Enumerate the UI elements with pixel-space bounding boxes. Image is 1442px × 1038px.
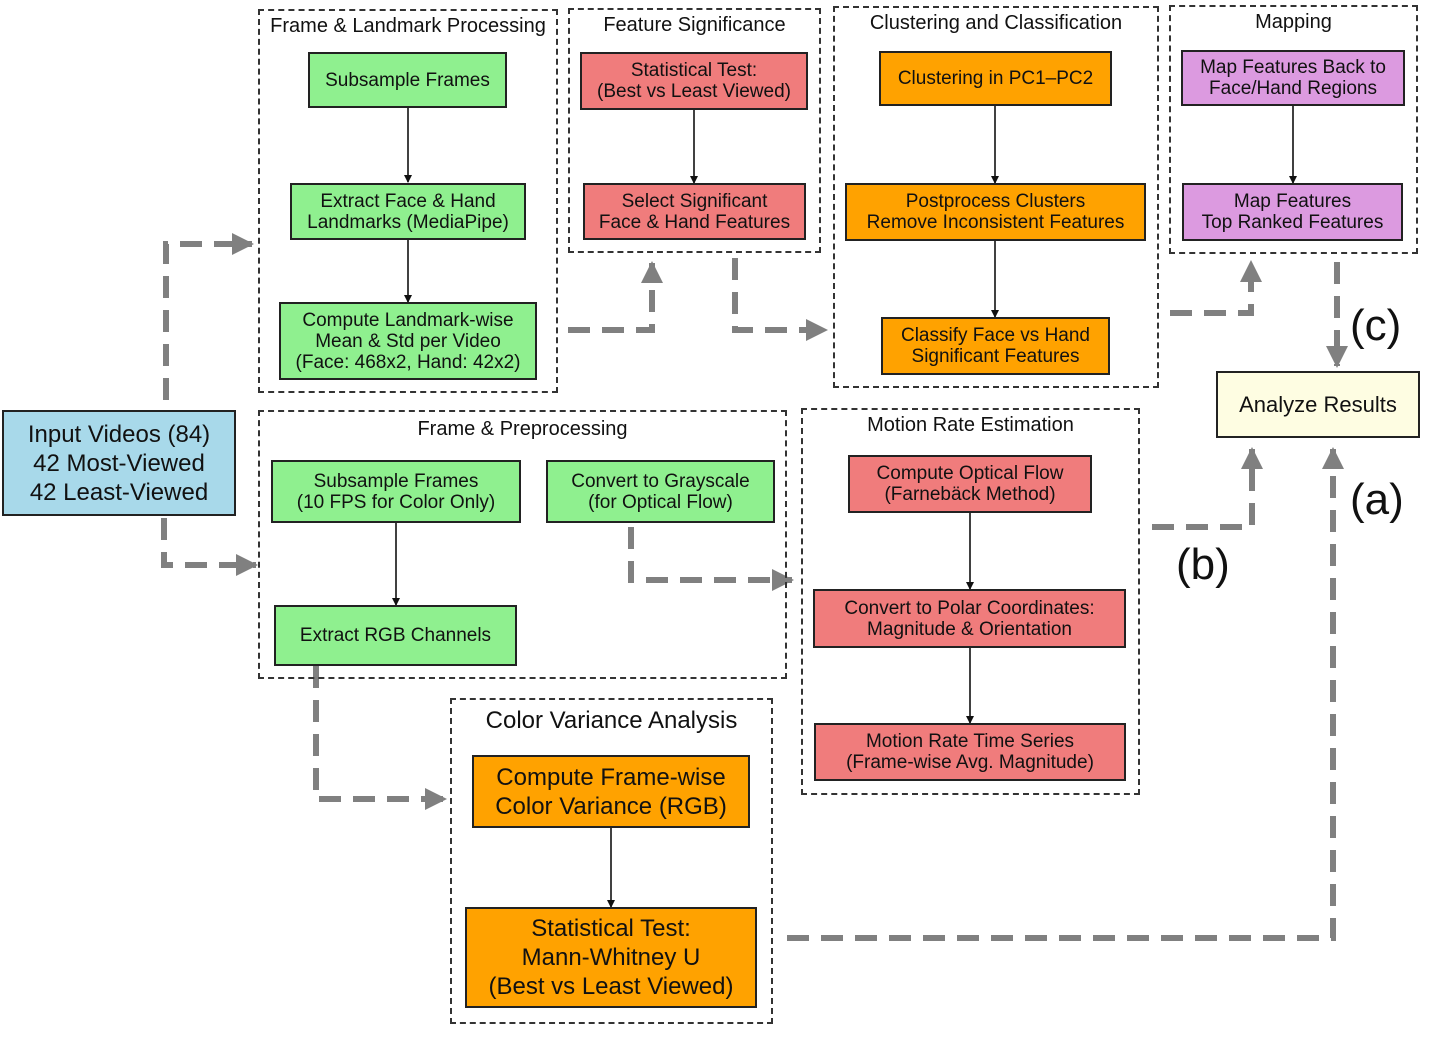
- dashed-rgb-to-colorvariance: [313, 666, 447, 810]
- clustering-pc-node: Clustering in PC1–PC2: [879, 51, 1112, 106]
- node-line: Subsample Frames: [325, 69, 490, 91]
- map-features-back-node: Map Features Back to Face/Hand Regions: [1181, 50, 1405, 106]
- node-line: (Face: 468x2, Hand: 42x2): [295, 351, 521, 373]
- node-line: (Farnebäck Method): [884, 484, 1056, 505]
- map-top-ranked-node: Map Features Top Ranked Features: [1182, 183, 1403, 241]
- group-title: Frame & Landmark Processing: [270, 15, 546, 37]
- analyze-results-node: Analyze Results: [1216, 371, 1420, 438]
- node-line: (Best vs Least Viewed): [488, 973, 734, 1000]
- node-line: Map Features Back to: [1200, 57, 1386, 78]
- group-clustering-classification: Clustering and Classification: [833, 6, 1159, 388]
- node-line: Color Variance (RGB): [495, 792, 727, 820]
- group-title: Motion Rate Estimation: [867, 414, 1074, 436]
- path-label-b: (b): [1176, 540, 1230, 589]
- node-line: Convert to Polar Coordinates:: [844, 597, 1095, 619]
- node-line: Landmarks (MediaPipe): [307, 211, 509, 233]
- compute-landmark-stats-node: Compute Landmark-wise Mean & Std per Vid…: [279, 302, 537, 380]
- group-motion-rate-estimation: Motion Rate Estimation: [801, 408, 1140, 795]
- optical-flow-node: Compute Optical Flow (Farnebäck Method): [848, 455, 1092, 513]
- node-line: Compute Optical Flow: [876, 463, 1064, 484]
- group-frame-preprocessing: Frame & Preprocessing: [258, 410, 787, 679]
- subsample-frames-node: Subsample Frames: [308, 52, 507, 108]
- group-title: Feature Significance: [603, 14, 786, 36]
- node-line: 42 Most-Viewed: [33, 449, 205, 477]
- node-line: Compute Frame-wise: [496, 763, 726, 791]
- node-line: Significant Features: [911, 346, 1080, 367]
- dashed-landmark-to-significance: [568, 261, 663, 333]
- path-label-a: (a): [1350, 475, 1404, 524]
- color-variance-node: Compute Frame-wise Color Variance (RGB): [472, 755, 750, 828]
- select-significant-node: Select Significant Face & Hand Features: [583, 183, 806, 240]
- node-line: (10 FPS for Color Only): [296, 491, 496, 513]
- node-line: Analyze Results: [1239, 392, 1397, 417]
- dashed-clustering-to-mapping: [1170, 260, 1262, 316]
- polar-coordinates-node: Convert to Polar Coordinates: Magnitude …: [813, 589, 1126, 648]
- node-line: Clustering in PC1–PC2: [897, 68, 1094, 89]
- node-line: Motion Rate Time Series: [865, 731, 1075, 752]
- group-title: Color Variance Analysis: [485, 707, 738, 734]
- classify-features-node: Classify Face vs Hand Significant Featur…: [881, 317, 1110, 375]
- node-line: Top Ranked Features: [1201, 212, 1384, 233]
- node-line: Compute Landmark-wise: [302, 309, 514, 331]
- node-line: Statistical Test:: [531, 915, 691, 942]
- statistical-test-features-node: Statistical Test: (Best vs Least Viewed): [580, 52, 808, 110]
- node-line: Remove Inconsistent Features: [866, 212, 1125, 233]
- node-line: Face/Hand Regions: [1209, 78, 1377, 99]
- group-title: Frame & Preprocessing: [417, 418, 628, 440]
- motion-time-series-node: Motion Rate Time Series (Frame-wise Avg.…: [814, 723, 1126, 781]
- node-line: Extract RGB Channels: [299, 625, 492, 646]
- node-line: Face & Hand Features: [598, 211, 791, 233]
- node-line: Select Significant: [621, 190, 768, 212]
- convert-grayscale-node: Convert to Grayscale (for Optical Flow): [546, 460, 775, 523]
- group-feature-significance: Feature Significance: [568, 8, 821, 253]
- node-line: Extract Face & Hand: [320, 190, 496, 212]
- dashed-input-to-preprocessing: [161, 518, 258, 576]
- node-line: Mean & Std per Video: [315, 330, 501, 352]
- node-line: Statistical Test:: [630, 60, 758, 81]
- group-title: Clustering and Classification: [869, 12, 1123, 34]
- node-line: 42 Least-Viewed: [29, 478, 209, 506]
- dashed-motion-to-results: [1152, 447, 1263, 530]
- node-line: Magnitude & Orientation: [867, 618, 1072, 640]
- mann-whitney-node: Statistical Test: Mann-Whitney U (Best v…: [465, 907, 757, 1008]
- node-line: Map Features: [1233, 191, 1352, 212]
- node-line: Classify Face vs Hand: [900, 325, 1090, 346]
- extract-rgb-node: Extract RGB Channels: [274, 605, 517, 666]
- group-frame-landmark-processing: Frame & Landmark Processing: [258, 9, 558, 393]
- dashed-input-to-landmark: [163, 233, 254, 400]
- node-line: Postprocess Clusters: [905, 191, 1086, 212]
- input-videos-node: Input Videos (84) 42 Most-Viewed 42 Leas…: [2, 410, 236, 516]
- dashed-significance-to-clustering: [732, 258, 828, 341]
- node-line: Subsample Frames: [313, 470, 479, 492]
- group-mapping: Mapping: [1169, 5, 1418, 254]
- subsample-10fps-node: Subsample Frames (10 FPS for Color Only): [271, 460, 521, 523]
- node-line: (for Optical Flow): [588, 491, 733, 513]
- node-line: Convert to Grayscale: [571, 470, 750, 492]
- path-label-c: (c): [1350, 301, 1402, 350]
- group-color-variance-analysis: Color Variance Analysis: [450, 698, 773, 1024]
- group-title: Mapping: [1255, 11, 1332, 33]
- postprocess-clusters-node: Postprocess Clusters Remove Inconsistent…: [845, 183, 1146, 241]
- node-line: (Best vs Least Viewed): [597, 81, 791, 102]
- node-line: Input Videos (84): [27, 420, 211, 448]
- node-line: Mann-Whitney U: [521, 944, 701, 971]
- node-line: (Frame-wise Avg. Magnitude): [846, 752, 1094, 773]
- extract-landmarks-node: Extract Face & Hand Landmarks (MediaPipe…: [290, 183, 526, 240]
